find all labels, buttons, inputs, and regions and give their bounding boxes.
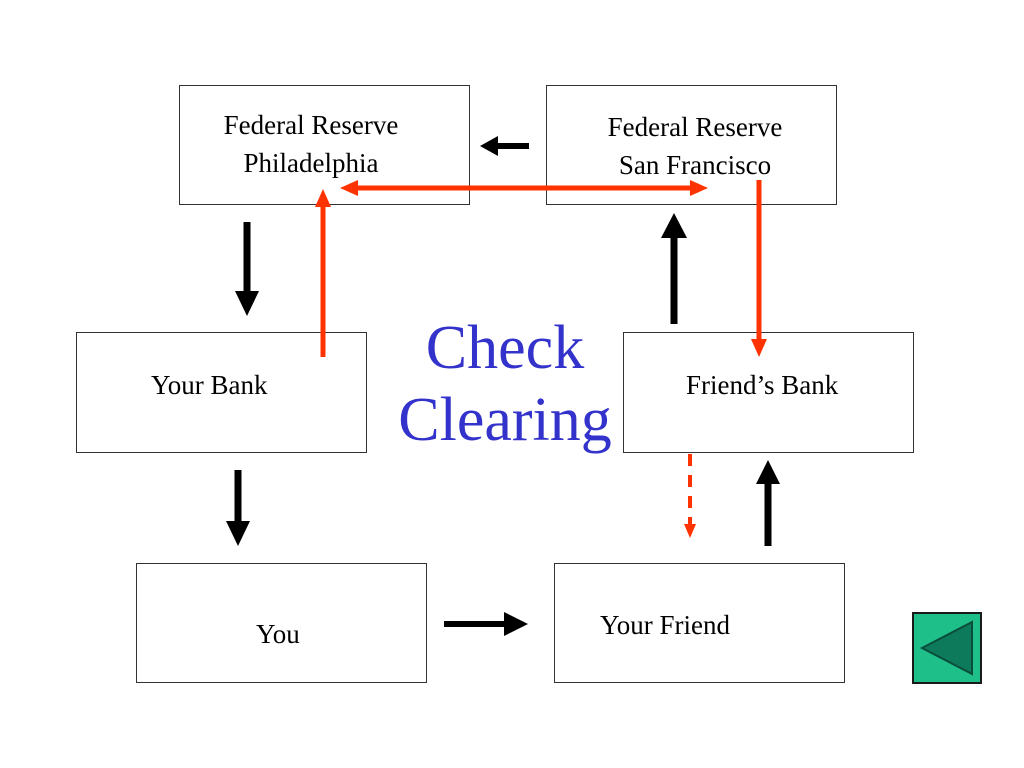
payment-flow-arrows: [315, 180, 767, 538]
check-flow-arrows: [226, 136, 780, 636]
diagram-title: Check Clearing: [380, 312, 630, 456]
triangle-left-icon: [919, 620, 973, 676]
dashed-arrow-friends-bank-to-friend: [684, 454, 696, 538]
you-box: You: [136, 563, 427, 683]
federal-reserve-philadelphia-box: Federal Reserve Philadelphia: [179, 85, 470, 205]
arrow-fed-sf-to-fed-philadelphia: [480, 136, 529, 156]
federal-reserve-philadelphia-label: Federal Reserve Philadelphia: [201, 106, 421, 182]
federal-reserve-philadelphia-line1: Federal Reserve: [223, 110, 399, 140]
diagram-title-line1: Check: [425, 314, 585, 382]
arrow-your-bank-to-fed-philadelphia: [315, 189, 331, 357]
friends-bank-label: Friend’s Bank: [686, 370, 839, 400]
arrow-friend-to-friends-bank: [756, 460, 780, 546]
federal-reserve-philadelphia-line2: Philadelphia: [243, 148, 379, 178]
arrow-fed-sf-to-friends-bank: [751, 180, 767, 357]
your-bank-label: Your Bank: [151, 370, 268, 400]
diagram-title-line2: Clearing: [398, 386, 612, 454]
back-button[interactable]: [912, 612, 982, 684]
federal-reserve-san-francisco-line1: Federal Reserve: [607, 112, 783, 142]
you-label: You: [256, 619, 300, 649]
arrow-your-bank-to-you: [226, 470, 250, 546]
arrow-between-federal-reserves: [340, 180, 708, 196]
friends-bank-box: Friend’s Bank: [623, 332, 914, 453]
your-friend-label: Your Friend: [600, 610, 731, 640]
your-friend-box: Your Friend: [554, 563, 845, 683]
federal-reserve-san-francisco-label: Federal Reserve San Francisco: [585, 108, 805, 184]
your-bank-box: Your Bank: [76, 332, 367, 453]
arrow-fed-philadelphia-to-your-bank: [235, 222, 259, 316]
federal-reserve-san-francisco-line2: San Francisco: [618, 150, 772, 180]
arrow-friends-bank-to-fed-sf: [661, 213, 687, 324]
arrow-you-to-friend: [444, 612, 528, 636]
